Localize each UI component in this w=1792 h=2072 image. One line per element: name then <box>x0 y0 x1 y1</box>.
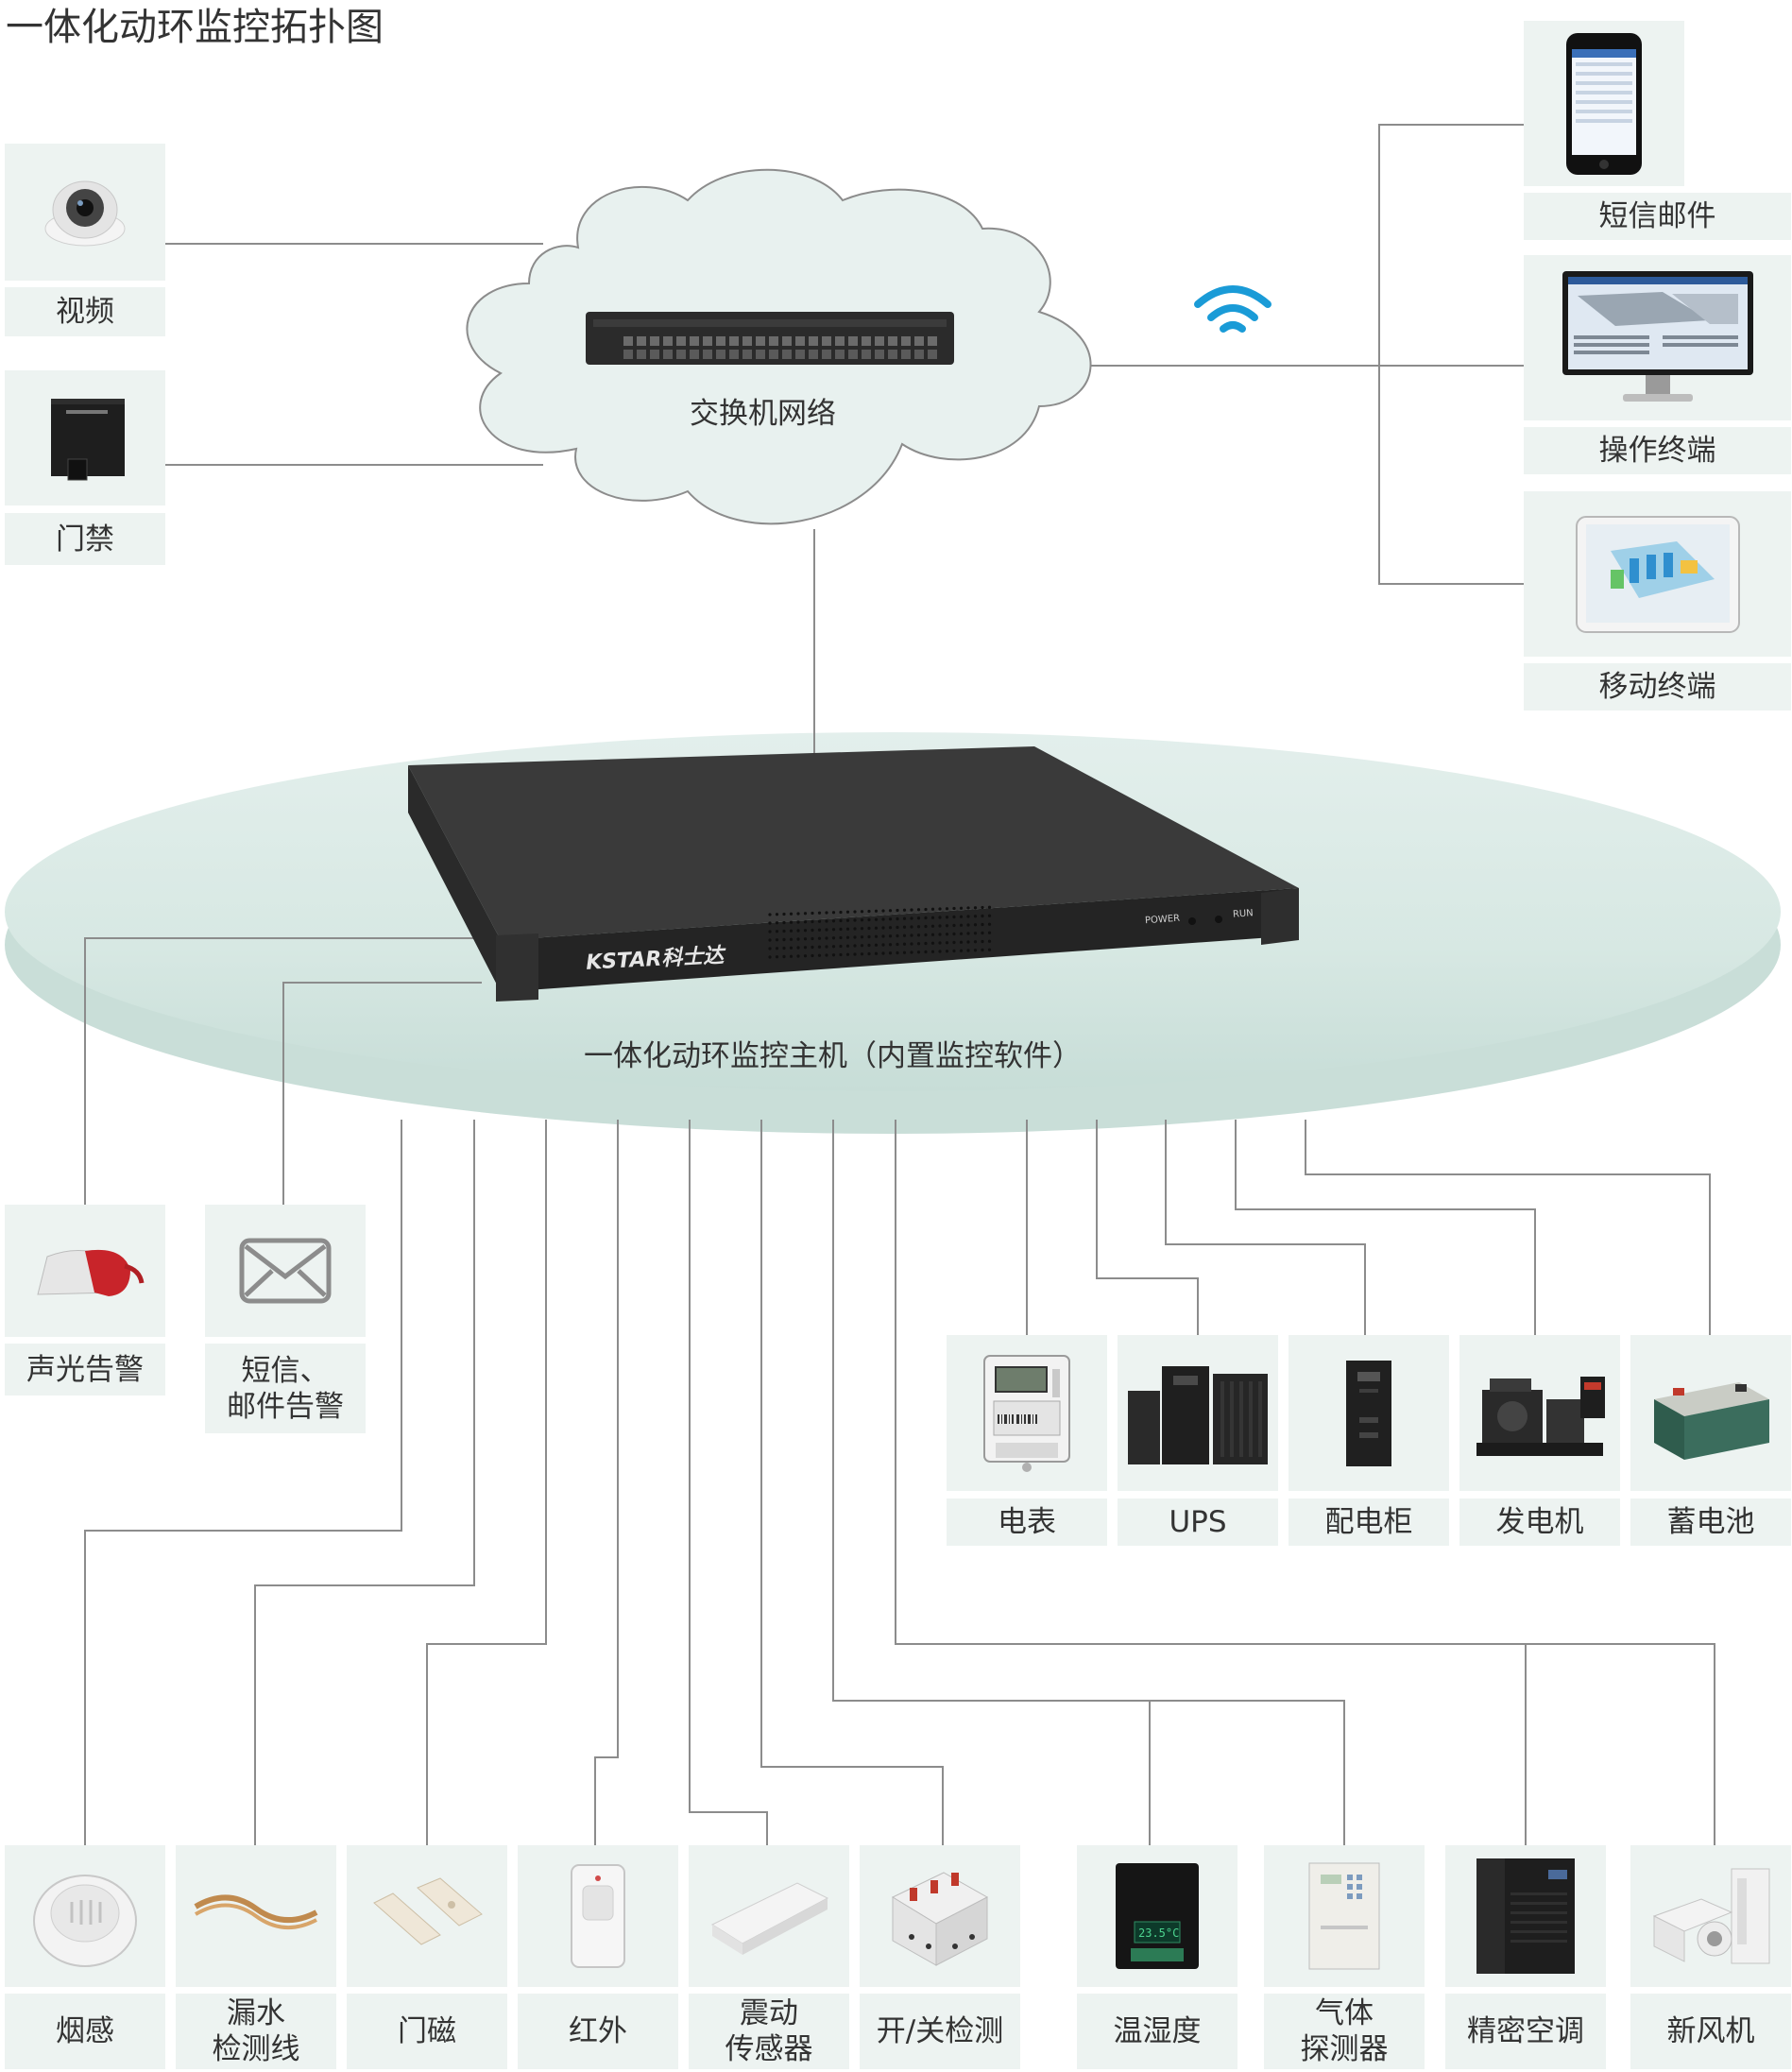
diagram-title: 一体化动环监控拓扑图 <box>6 6 384 49</box>
door-contact-icon <box>373 1877 483 1945</box>
smartphone-icon <box>1566 32 1642 175</box>
temp-humidity-label: 温湿度 <box>1077 1994 1237 2069</box>
infrared-label: 红外 <box>518 1994 678 2069</box>
operator-label: 操作终端 <box>1524 427 1791 474</box>
precision-ac-tile <box>1445 1845 1606 1987</box>
smoke-detector-icon <box>33 1875 137 1967</box>
video-label: 视频 <box>5 287 165 336</box>
generator-label: 发电机 <box>1459 1498 1620 1546</box>
operator-tile <box>1524 255 1791 420</box>
host-label: 一体化动环监控主机（内置监控软件） <box>584 1039 1082 1073</box>
gas-detector-icon <box>1308 1862 1380 1970</box>
sound-light-tile <box>5 1205 165 1337</box>
gas-label: 气体 探测器 <box>1264 1994 1425 2069</box>
ups-cabinet-icon <box>1128 1365 1268 1464</box>
infrared-tile <box>518 1845 678 1987</box>
ups-label: UPS <box>1118 1498 1278 1546</box>
distribution-tile <box>1289 1335 1449 1491</box>
leak-label: 漏水 检测线 <box>176 1994 336 2069</box>
access-label: 门禁 <box>5 513 165 565</box>
door-magnet-tile <box>347 1845 507 1987</box>
tablet-icon <box>1575 515 1740 633</box>
leak-cable-icon <box>194 1894 318 1930</box>
meter-tile <box>947 1335 1107 1491</box>
fresh-air-icon <box>1652 1868 1770 1964</box>
precision-ac-icon <box>1476 1858 1575 1974</box>
fresh-air-tile <box>1630 1845 1791 1987</box>
meter-label: 电表 <box>947 1498 1107 1546</box>
network-label: 交换机网络 <box>690 397 836 431</box>
run-indicator-label: RUN <box>1232 908 1254 920</box>
generator-tile <box>1459 1335 1620 1491</box>
vibration-sensor-icon <box>710 1882 829 1955</box>
distribution-cabinet-icon <box>1346 1360 1391 1466</box>
sms-alarm-tile <box>205 1205 366 1337</box>
gas-tile <box>1264 1845 1425 1987</box>
generator-icon <box>1476 1376 1605 1456</box>
fresh-air-label: 新风机 <box>1630 1994 1791 2069</box>
mobile-label: 移动终端 <box>1524 663 1791 711</box>
thermometer-icon: 23.5°C <box>1116 1863 1199 1969</box>
access-tile <box>5 370 165 505</box>
sound-light-label: 声光告警 <box>5 1344 165 1396</box>
distribution-label: 配电柜 <box>1289 1498 1449 1546</box>
mobile-tile <box>1524 491 1791 657</box>
access-controller-icon <box>51 398 125 480</box>
switch-tile <box>860 1845 1020 1987</box>
breaker-icon <box>891 1872 989 1966</box>
siren-icon <box>37 1249 145 1296</box>
precision-ac-label: 精密空调 <box>1445 1994 1606 2069</box>
sms-label: 短信邮件 <box>1524 193 1791 240</box>
smoke-label: 烟感 <box>5 1994 165 2069</box>
sms-alarm-label: 短信、 邮件告警 <box>205 1344 366 1433</box>
network-switch-icon <box>586 312 954 365</box>
svg-text:23.5°C: 23.5°C <box>1138 1926 1179 1940</box>
sms-tile <box>1524 21 1684 186</box>
electric-meter-icon <box>983 1354 1070 1472</box>
monitoring-host-icon <box>408 746 1299 1002</box>
ups-tile <box>1118 1335 1278 1491</box>
leak-tile <box>176 1845 336 1987</box>
temp-humidity-tile: 23.5°C <box>1077 1845 1237 1987</box>
battery-tile <box>1630 1335 1791 1491</box>
wifi-icon <box>1194 285 1271 333</box>
vibration-tile <box>689 1845 849 1987</box>
smoke-tile <box>5 1845 165 1987</box>
switch-label: 开/关检测 <box>860 1994 1020 2069</box>
monitor-icon <box>1562 270 1753 402</box>
battery-icon <box>1654 1381 1769 1460</box>
battery-label: 蓄电池 <box>1630 1498 1791 1546</box>
connector-lines <box>84 124 1715 1845</box>
dome-camera-icon <box>44 180 126 246</box>
vibration-label: 震动 传感器 <box>689 1994 849 2069</box>
video-tile <box>5 144 165 281</box>
envelope-icon <box>239 1238 332 1304</box>
door-magnet-label: 门磁 <box>347 1994 507 2069</box>
pir-sensor-icon <box>571 1864 625 1968</box>
